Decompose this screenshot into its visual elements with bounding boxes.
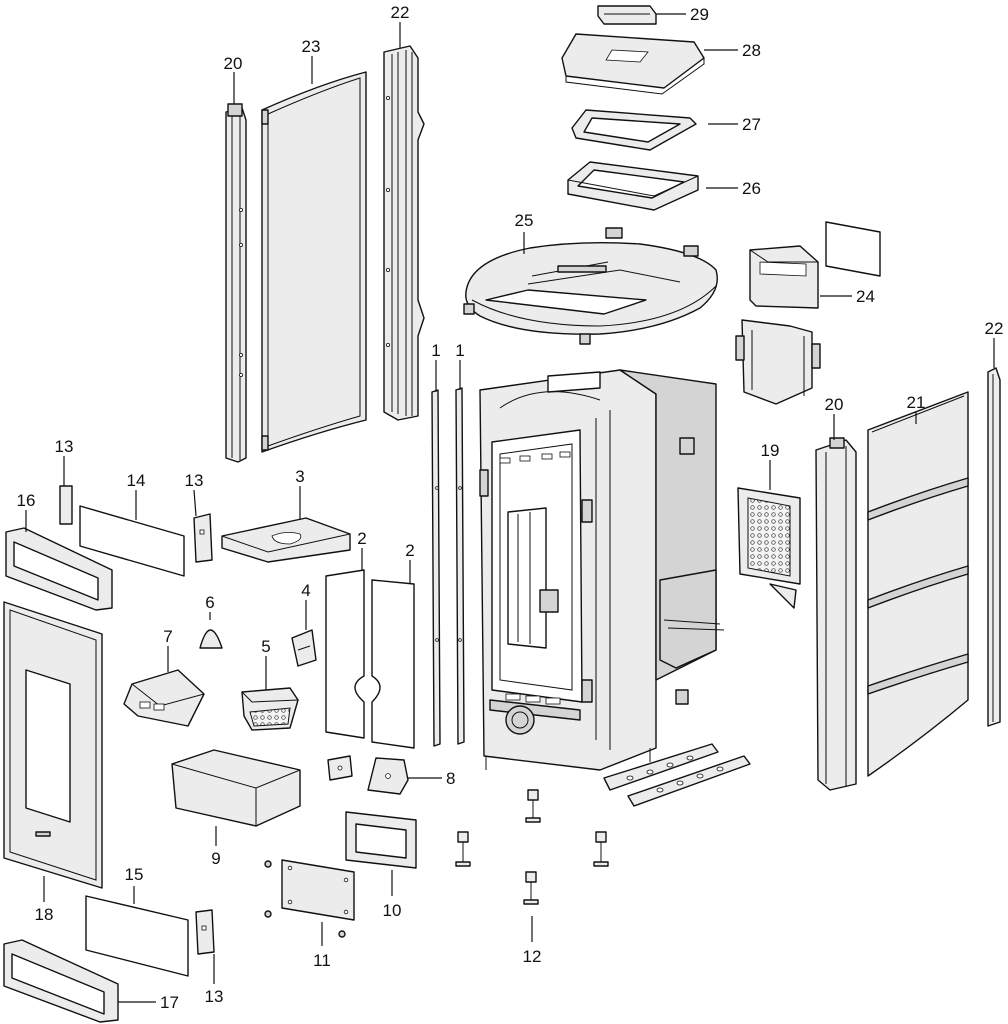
- callout-19: 19: [761, 441, 780, 460]
- part-2-insulation-right: [371, 579, 415, 749]
- callout-18: 18: [35, 905, 54, 924]
- callout-6: 6: [205, 593, 214, 612]
- callout-16: 16: [17, 491, 36, 510]
- part-25-top-plate: [463, 227, 718, 345]
- part-16-frame: [5, 527, 113, 611]
- callout-20-right: 20: [825, 395, 844, 414]
- callout-7: 7: [163, 627, 172, 646]
- callout-9: 9: [211, 849, 220, 868]
- callout-13-bottom: 13: [205, 987, 224, 1006]
- part-13-bracket-top-left: [59, 485, 73, 525]
- part-12-feet: [455, 789, 609, 905]
- callout-24: 24: [856, 287, 875, 306]
- callout-29: 29: [690, 5, 709, 24]
- callout-5: 5: [261, 637, 270, 656]
- callout-14: 14: [127, 471, 146, 490]
- callout-22-right: 22: [985, 319, 1004, 338]
- callout-2-left: 2: [357, 529, 366, 548]
- part-15-lower-glass: [85, 895, 189, 977]
- part-20-right-profile: [815, 437, 857, 791]
- callout-1-right: 1: [455, 341, 464, 360]
- part-10-flange: [345, 811, 417, 869]
- part-28-top-cover: [561, 33, 705, 95]
- callout-4: 4: [301, 581, 310, 600]
- callout-23: 23: [302, 37, 321, 56]
- part-20-left-profile: [225, 103, 247, 463]
- part-23-left-curved-panel: [261, 71, 367, 453]
- part-2-insulation-left: [325, 569, 365, 739]
- callout-15: 15: [125, 865, 144, 884]
- part-1-left-strip: [431, 389, 441, 747]
- part-1-right-strip: [455, 387, 465, 745]
- callout-13-top-left: 13: [55, 437, 74, 456]
- callout-28: 28: [742, 41, 761, 60]
- part-5-burn-pot: [241, 687, 299, 731]
- part-11-plate: [264, 859, 355, 938]
- callout-20-left: 20: [224, 54, 243, 73]
- callout-3: 3: [295, 467, 304, 486]
- part-22-right-thin-profile: [987, 367, 1001, 727]
- part-8-brackets: [327, 755, 409, 795]
- part-9-ash-drawer: [171, 749, 301, 827]
- part-18-front-door: [3, 601, 103, 889]
- base-rails: [603, 743, 751, 807]
- callout-26: 26: [742, 179, 761, 198]
- part-14-glass-panel: [79, 505, 185, 577]
- callout-22-left: 22: [391, 3, 410, 22]
- callout-8: 8: [446, 769, 455, 788]
- callout-2-right: 2: [405, 541, 414, 560]
- callout-12: 12: [523, 947, 542, 966]
- part-22-left-tall-profile: [383, 45, 425, 421]
- callout-labels: 20 23 22 29 28 27 26 25 24 1 1 22 21 20 …: [17, 3, 1004, 1012]
- part-29-top-handle: [597, 5, 657, 25]
- leader-lines: [25, 13, 995, 1003]
- part-3-top-slab: [221, 517, 351, 563]
- callout-1-left: 1: [431, 341, 440, 360]
- callout-21: 21: [907, 393, 926, 412]
- part-4-bracket: [291, 629, 317, 667]
- callout-25: 25: [515, 211, 534, 230]
- callout-11: 11: [313, 951, 331, 970]
- stove-main-body: [479, 369, 725, 771]
- callout-13-top-right: 13: [185, 471, 204, 490]
- part-27-gasket-frame: [571, 109, 697, 151]
- part-24-control-box: [735, 221, 881, 405]
- part-19-mesh-grill: [737, 487, 801, 609]
- part-7-chute: [123, 669, 205, 727]
- part-6-cap: [199, 629, 223, 649]
- part-17-bottom-frame: [3, 939, 119, 1023]
- part-13-bracket-top-right: [193, 513, 213, 563]
- callout-27: 27: [742, 115, 761, 134]
- part-26-support-frame: [567, 161, 699, 211]
- callout-10: 10: [383, 901, 402, 920]
- part-13-bracket-bottom: [195, 909, 215, 955]
- part-21-right-curved-panel: [867, 391, 969, 777]
- callout-17: 17: [160, 993, 179, 1012]
